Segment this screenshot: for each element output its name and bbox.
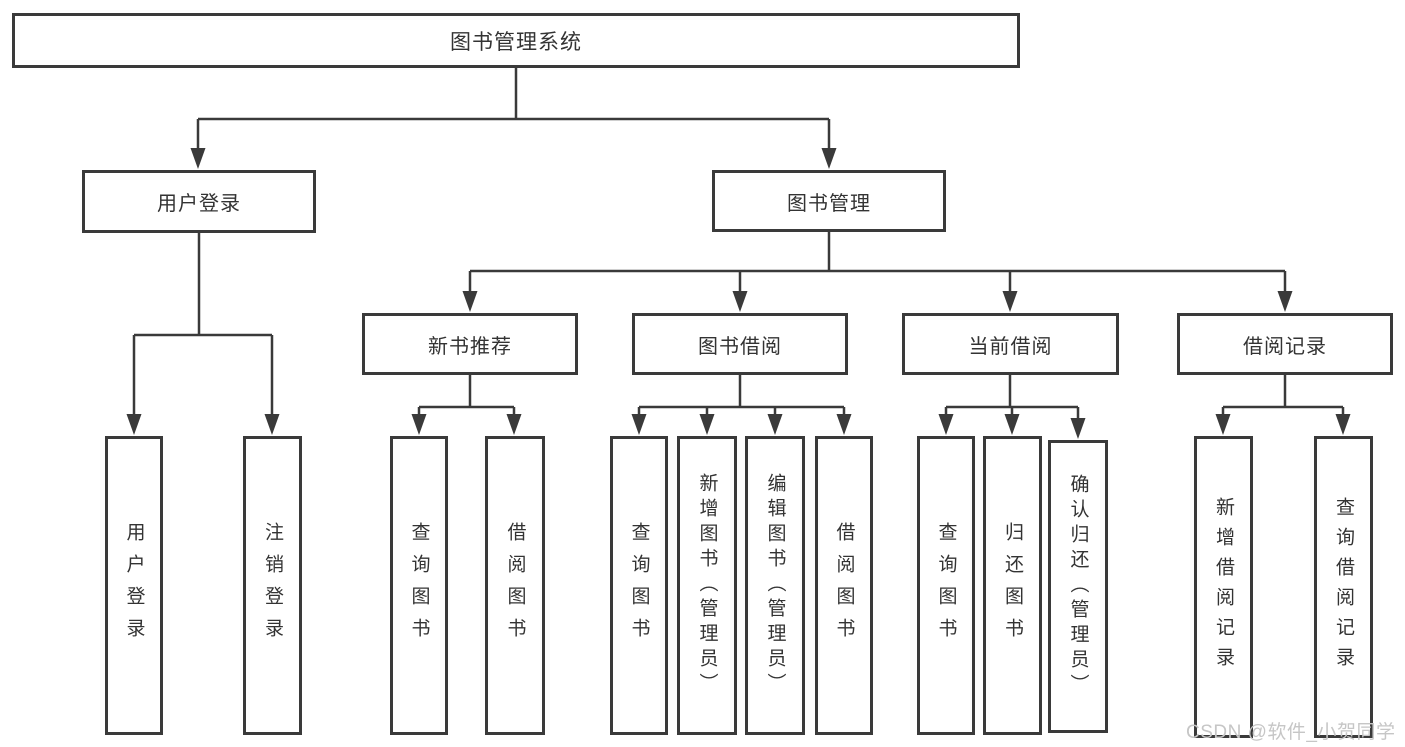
leaf-borrow-books: 借阅图书 <box>815 436 873 735</box>
leaf-query-books-current: 查询图书 <box>917 436 975 735</box>
node-current-borrowing: 当前借阅 <box>902 313 1119 375</box>
leaf-query-borrow-record: 查询借阅记录 <box>1314 436 1373 738</box>
leaf-add-book-admin: 新增图书（管理员） <box>677 436 737 735</box>
node-borrowing-records: 借阅记录 <box>1177 313 1393 375</box>
leaf-add-borrow-record: 新增借阅记录 <box>1194 436 1253 738</box>
leaf-confirm-return-admin: 确认归还（管理员） <box>1048 440 1108 733</box>
node-book-borrowing: 图书借阅 <box>632 313 848 375</box>
leaf-return-books: 归还图书 <box>983 436 1042 735</box>
node-book-management: 图书管理 <box>712 170 946 232</box>
csdn-watermark: CSDN @软件_小贺同学 <box>1186 722 1396 743</box>
node-new-book-recommendation: 新书推荐 <box>362 313 578 375</box>
leaf-query-books-borrow: 查询图书 <box>610 436 668 735</box>
node-user-login: 用户登录 <box>82 170 316 233</box>
leaf-borrow-books-recommend: 借阅图书 <box>485 436 545 735</box>
leaf-query-books-recommend: 查询图书 <box>390 436 448 735</box>
leaf-edit-book-admin: 编辑图书（管理员） <box>745 436 805 735</box>
leaf-user-login: 用户登录 <box>105 436 163 735</box>
leaf-logout: 注销登录 <box>243 436 302 735</box>
node-library-management-system: 图书管理系统 <box>12 13 1020 68</box>
